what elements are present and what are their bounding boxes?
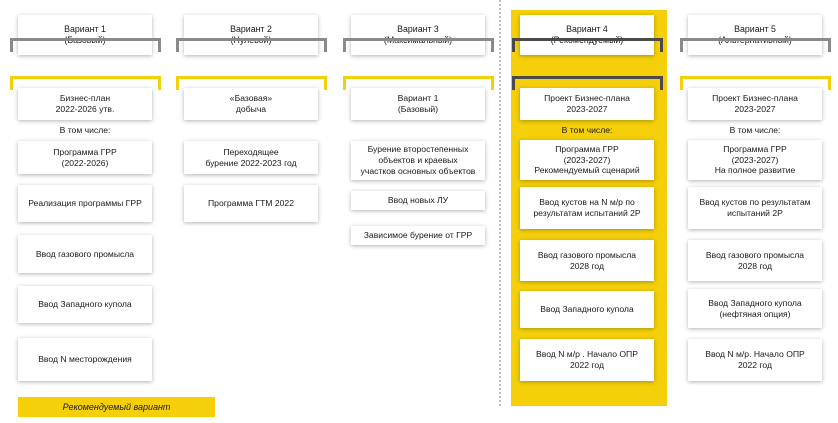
legend-recommended: Рекомендуемый вариант [18,397,215,417]
variant-4-item-4: Ввод Западного купола [520,291,654,328]
variant-2-plan: «Базовая» добыча [184,88,318,120]
variant-1-item-1: Программа ГРР (2022-2026) [18,141,152,174]
variant-4-plan: Проект Бизнес-плана 2023-2027 [520,88,654,120]
variant-3-plan: Вариант 1 (Базовый) [351,88,485,120]
variant-1-item-5: Ввод N месторождения [18,338,152,381]
variant-5-item-5: Ввод N м/р. Начало ОПР 2022 год [688,339,822,381]
variant-3-plan-bracket [343,76,494,90]
variant-3-bracket [343,38,494,52]
variant-5-plan: Проект Бизнес-плана 2023-2027 [688,88,822,120]
variant-5-plan-bracket [680,76,831,90]
variant-4-item-3: Ввод газового промысла 2028 год [520,240,654,281]
variant-4-bracket [512,38,663,52]
variant-1-bracket [10,38,161,52]
variant-4-item-1: Программа ГРР (2023-2027) Рекомендуемый … [520,140,654,180]
variant-4-item-5: Ввод N м/р . Начало ОПР 2022 год [520,339,654,381]
variant-5-item-3: Ввод газового промысла 2028 год [688,240,822,281]
variant-5-item-1: Программа ГРР (2023-2027) На полное разв… [688,140,822,180]
column-divider [499,0,501,406]
variant-1-item-2: Реализация программы ГРР [18,185,152,222]
variant-3-item-3: Зависимое бурение от ГРР [351,226,485,245]
variant-2-item-1: Переходящее бурение 2022-2023 год [184,141,318,174]
variant-5-item-2: Ввод кустов по результатам испытаний 2Р [688,187,822,229]
variant-2-bracket [176,38,327,52]
variant-1-header: Вариант 1 (Базовый) [18,15,152,55]
variant-2-plan-bracket [176,76,327,90]
variant-3-item-2: Ввод новых ЛУ [351,191,485,210]
variant-4-plan-bracket [512,76,663,90]
variant-2-item-2: Программа ГТМ 2022 [184,185,318,222]
variant-5-subtitle: В том числе: [729,125,781,135]
variant-3-item-1: Бурение второстепенных объектов и краевы… [351,141,485,180]
variant-1-item-4: Ввод Западного купола [18,286,152,323]
variant-5-item-4: Ввод Западного купола (нефтяная опция) [688,289,822,328]
variant-5-bracket [680,38,831,52]
variant-1-item-3: Ввод газового промысла [18,235,152,273]
variant-1-plan: Бизнес-план 2022-2026 утв. [18,88,152,120]
variant-4-item-2: Ввод кустов на N м/р по результатам испы… [520,187,654,229]
variant-4-subtitle: В том числе: [561,125,613,135]
variant-1-plan-bracket [10,76,161,90]
variant-1-subtitle: В том числе: [59,125,111,135]
